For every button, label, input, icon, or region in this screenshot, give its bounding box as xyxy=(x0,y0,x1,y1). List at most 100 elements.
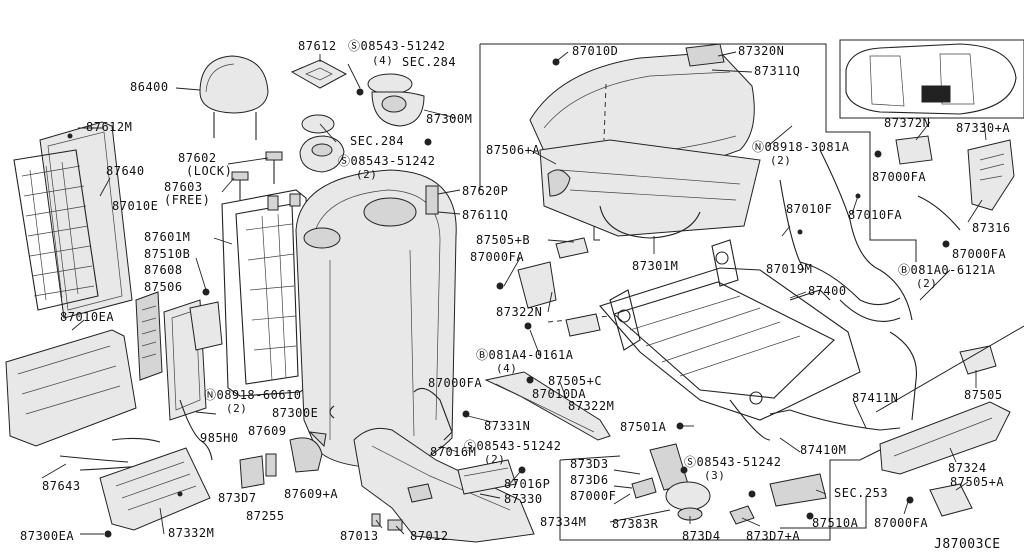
label-87000fa-1: 87000FA xyxy=(470,250,525,264)
label-87505: 87505 xyxy=(964,388,1003,402)
label-873d3: 873D3 xyxy=(570,457,609,471)
clip-part xyxy=(329,405,335,419)
label-87300ea: 87300EA xyxy=(20,529,75,543)
circled-b-icon: Ⓑ xyxy=(476,348,489,362)
qty-08918-a: (2) xyxy=(226,402,248,415)
label-87010ea: 87010EA xyxy=(60,310,115,324)
label-b-081a0: Ⓑ081A0-6121A xyxy=(898,264,996,277)
circled-b-icon: Ⓑ xyxy=(898,263,911,277)
qty-081a4: (4) xyxy=(496,362,518,375)
label-sec284-b: SEC.284 xyxy=(350,134,405,148)
cover-505 xyxy=(959,345,997,375)
speaker-part xyxy=(299,73,432,173)
cover-505a xyxy=(929,483,973,517)
car-frame xyxy=(839,39,1024,119)
label-87609a: 87609+A xyxy=(284,487,339,501)
label-985h0: 985H0 xyxy=(200,431,239,445)
label-87611q: 87611Q xyxy=(462,208,509,222)
circled-s-icon: Ⓢ xyxy=(464,439,477,453)
label-87603: 87603 xyxy=(164,180,203,194)
label-87506a: 87506+A xyxy=(486,143,541,157)
label-87400: 87400 xyxy=(808,284,847,298)
label-87505b: 87505+B xyxy=(476,233,531,247)
harness-lower xyxy=(789,409,901,431)
circled-n-icon: Ⓝ xyxy=(752,140,765,154)
label-87330a: 87330+A xyxy=(956,121,1011,135)
label-87608: 87608 xyxy=(144,263,183,277)
label-87010f: 87010F xyxy=(786,202,833,216)
label-87019m: 87019M xyxy=(766,262,813,276)
qty-08543-c: (2) xyxy=(484,453,506,466)
label-n-08918-b: Ⓝ08918-3081A xyxy=(752,141,850,154)
label-87010da: 87010DA xyxy=(532,387,587,401)
seatback-trim-part xyxy=(295,169,457,469)
qty-08543-a: (4) xyxy=(372,54,394,67)
label-87410m: 87410M xyxy=(800,443,847,457)
label-87372n: 87372N xyxy=(884,116,931,130)
bracket-322n xyxy=(496,237,589,330)
seat-adjuster-part xyxy=(599,239,861,441)
side-finisher-part xyxy=(484,371,611,441)
circled-s-icon: Ⓢ xyxy=(348,39,361,53)
label-87612: 87612 xyxy=(298,39,337,53)
label-86400: 86400 xyxy=(130,80,169,94)
group-outline-sec253 xyxy=(780,496,867,529)
label-s-08543-c: Ⓢ08543-51242 xyxy=(464,440,562,453)
label-87320n: 87320N xyxy=(738,44,785,58)
wire-frame-part xyxy=(13,149,99,311)
label-08543-a: 08543-51242 xyxy=(360,39,446,53)
label-87010fa: 87010FA xyxy=(848,208,903,222)
label-87301m: 87301M xyxy=(632,259,679,273)
wire-316 xyxy=(917,195,961,231)
label-87000fa-3: 87000FA xyxy=(874,516,929,530)
label-87510a: 87510A xyxy=(812,516,859,530)
label-87012: 87012 xyxy=(410,529,449,543)
label-87505a: 87505+A xyxy=(950,475,1005,489)
pad-part xyxy=(290,59,348,89)
bracket-small xyxy=(565,313,601,337)
seatback-frame-part xyxy=(221,189,315,397)
circled-n-icon: Ⓝ xyxy=(204,388,217,402)
label-sec284-a: SEC.284 xyxy=(402,55,457,69)
label-s-08543-d: Ⓢ08543-51242 xyxy=(684,456,782,469)
lever-parts xyxy=(239,431,327,489)
wire-cover-part xyxy=(413,387,453,441)
label-87601m: 87601M xyxy=(144,230,191,244)
qty-081a0: (2) xyxy=(916,277,938,290)
label-87300e: 87300E xyxy=(272,406,319,420)
label-b-081a4: Ⓑ081A4-0161A xyxy=(476,349,574,362)
label-87643: 87643 xyxy=(42,479,81,493)
label-08543-c: 08543-51242 xyxy=(476,439,562,453)
leader-lines xyxy=(41,51,987,535)
cushion-frame-part xyxy=(539,139,761,239)
label-87255: 87255 xyxy=(246,509,285,523)
label-87000fa-2: 87000FA xyxy=(428,376,483,390)
circled-s-icon: Ⓢ xyxy=(338,154,351,168)
label-87300m: 87300M xyxy=(426,112,473,126)
label-87316: 87316 xyxy=(972,221,1011,235)
group-outline-right xyxy=(875,325,1024,413)
label-87010e: 87010E xyxy=(112,199,159,213)
label-873d4: 873D4 xyxy=(682,529,721,543)
label-87331n: 87331N xyxy=(484,419,531,433)
bracket-part xyxy=(189,288,223,351)
group-outline-bottom xyxy=(559,449,881,541)
label-87334m: 87334M xyxy=(540,515,587,529)
label-081a0: 081A0-6121A xyxy=(910,263,996,277)
label-sec253: SEC.253 xyxy=(834,486,889,500)
cover-372n xyxy=(895,135,933,165)
label-081a4: 081A4-0161A xyxy=(488,348,574,362)
switch-part xyxy=(457,459,526,495)
motor-group-part xyxy=(631,422,827,525)
qty-08918-b: (2) xyxy=(770,154,792,167)
label-87013: 87013 xyxy=(340,529,379,543)
label-873d7: 873D7 xyxy=(218,491,257,505)
label-n-08543-a: Ⓢ08543-51242 xyxy=(348,40,446,53)
label-87311q: 87311Q xyxy=(754,64,801,78)
label-08543-b: 08543-51242 xyxy=(350,154,436,168)
label-n-08918-a: Ⓝ08918-60610 xyxy=(204,389,302,402)
label-873d7a: 873D7+A xyxy=(746,529,801,543)
circled-s-icon: Ⓢ xyxy=(684,455,697,469)
